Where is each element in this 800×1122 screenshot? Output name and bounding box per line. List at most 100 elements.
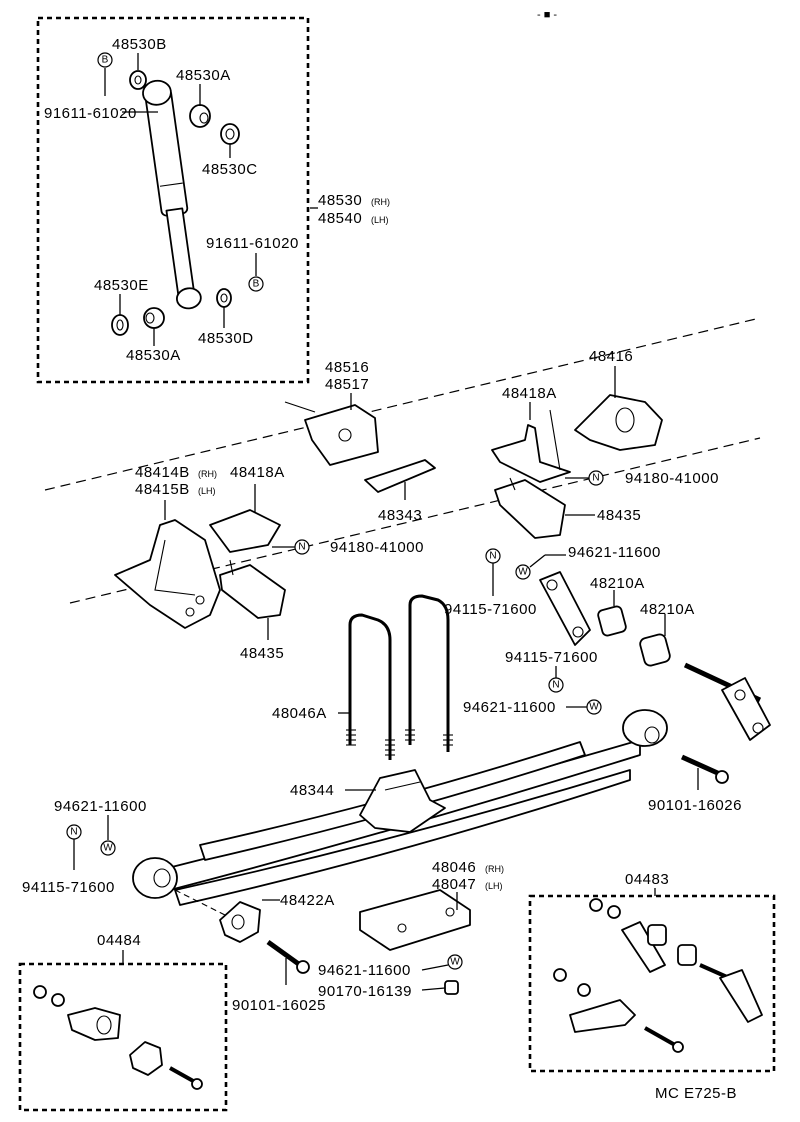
label-94115-b: 94115-71600 <box>505 649 598 666</box>
shock-absorber <box>142 79 202 310</box>
n-symbol-icon: N <box>548 677 564 693</box>
n-symbol-icon: N <box>294 539 310 555</box>
label-04484: 04484 <box>97 932 141 949</box>
shock-absorber-group: B B 48530B 48530A 91611-61020 48530C 485… <box>36 16 390 384</box>
bushing-48530A-top <box>189 104 211 128</box>
svg-text:W: W <box>518 567 528 578</box>
label-90170: 90170-16139 <box>318 983 412 1000</box>
label-94180-right: 94180-41000 <box>625 470 719 487</box>
svg-text:N: N <box>489 551 496 562</box>
label-90101-16026: 90101-16026 <box>648 797 742 814</box>
bushing-48210A-2 <box>639 633 671 667</box>
label-91611-bottom: 91611-61020 <box>206 235 299 252</box>
bracket-48418A-left: 48418A N 94180-41000 <box>209 464 424 556</box>
diagram-code: MC E725-B <box>655 1085 737 1102</box>
label-48435-right: 48435 <box>597 507 641 524</box>
label-48210A-1: 48210A <box>590 575 645 592</box>
label-48530D: 48530D <box>198 330 254 347</box>
hanger-48416: 48416 <box>574 348 663 451</box>
n-symbol-icon: N <box>66 824 82 840</box>
w-symbol-icon: W <box>515 564 531 580</box>
svg-text:W: W <box>103 843 113 854</box>
label-48540: 48540 <box>318 210 362 227</box>
label-48530: 48530 <box>318 192 362 209</box>
label-90101-16025: 90101-16025 <box>232 997 326 1014</box>
label-48415B: 48415B <box>135 481 190 498</box>
n-symbol-icon: N <box>588 470 604 486</box>
label-48530C: 48530C <box>202 161 258 178</box>
label-94621-d: 94621-11600 <box>318 962 411 979</box>
label-48047: 48047 <box>432 876 476 893</box>
label-48530B: 48530B <box>112 36 167 53</box>
bolt-90101-16026: 90101-16026 <box>648 754 742 814</box>
u-bolts-48046A: 48046A <box>272 594 453 760</box>
kit-04483-box <box>528 894 776 1073</box>
nut-icon <box>444 980 459 995</box>
label-94115-c: 94115-71600 <box>22 879 115 896</box>
label-lh-2: (LH) <box>198 486 216 496</box>
svg-text:B: B <box>102 55 109 66</box>
label-48416: 48416 <box>589 348 633 365</box>
label-48046: 48046 <box>432 859 476 876</box>
label-48046A: 48046A <box>272 705 327 722</box>
spring-seat-48344: 48344 <box>290 769 446 833</box>
label-rh-2: (RH) <box>198 469 217 479</box>
label-94621-a: 94621-11600 <box>568 544 661 561</box>
label-94180-left: 94180-41000 <box>330 539 424 556</box>
bracket-48435-right: 48435 <box>494 477 641 539</box>
bushing-48210A-1 <box>597 605 627 637</box>
bushing-48530E <box>111 314 129 336</box>
nut-washer-callouts: 94621-11600 W 90170-16139 <box>318 954 463 1000</box>
label-48422A: 48422A <box>280 892 335 909</box>
shackle-group: W 94621-11600 N 94115-71600 48210A 48210… <box>444 544 771 741</box>
label-48530A-bottom: 48530A <box>126 347 181 364</box>
bracket-48418A-right: 48418A N 94180-41000 <box>491 385 719 487</box>
label-91611-top: 91611-61020 <box>44 105 137 122</box>
bracket-48422A: 48422A <box>174 889 335 943</box>
bushing-48530B <box>129 70 147 90</box>
bushing-48530A-bottom <box>143 307 165 329</box>
svg-text:W: W <box>589 702 599 713</box>
bracket-48435-left: 48435 <box>219 559 286 662</box>
spring-seat-48046: 48046 (RH) 48047 (LH) <box>359 859 504 951</box>
svg-text:B: B <box>253 279 260 290</box>
b-symbol-icon: B <box>97 52 113 68</box>
svg-text:N: N <box>552 680 559 691</box>
label-48516: 48516 <box>325 359 369 376</box>
label-48530E: 48530E <box>94 277 149 294</box>
bracket-48516: 48516 48517 <box>284 359 379 466</box>
svg-text:N: N <box>70 827 77 838</box>
svg-text:W: W <box>450 957 460 968</box>
label-94621-b: 94621-11600 <box>463 699 556 716</box>
bushing-48530C <box>220 123 240 145</box>
corner-mark: - ■ - <box>537 9 557 21</box>
w-symbol-icon: W <box>100 840 116 856</box>
label-rh: (RH) <box>371 197 390 207</box>
plate-48343: 48343 <box>364 459 436 524</box>
front-eye-fasteners: 94621-11600 W N 94115-71600 <box>22 798 147 896</box>
label-48418A-right: 48418A <box>502 385 557 402</box>
label-94115-a: 94115-71600 <box>444 601 537 618</box>
w-symbol-icon: W <box>447 954 463 970</box>
label-48435-left: 48435 <box>240 645 284 662</box>
label-lh: (LH) <box>371 215 389 225</box>
kit-04484: 04484 <box>18 932 228 1112</box>
label-48344: 48344 <box>290 782 334 799</box>
n-symbol-icon: N <box>485 548 501 564</box>
shock-kit-box <box>36 16 310 384</box>
label-94621-c: 94621-11600 <box>54 798 147 815</box>
kit-04483: 04483 <box>528 871 776 1073</box>
svg-text:N: N <box>592 473 599 484</box>
label-rh-3: (RH) <box>485 864 504 874</box>
bushing-48530D <box>216 288 232 308</box>
svg-text:N: N <box>298 542 305 553</box>
label-lh-3: (LH) <box>485 881 503 891</box>
label-48414B: 48414B <box>135 464 190 481</box>
label-48343: 48343 <box>378 507 422 524</box>
w-symbol-icon: W <box>586 699 602 715</box>
label-04483: 04483 <box>625 871 669 888</box>
label-48418A-left: 48418A <box>230 464 285 481</box>
shackle-bolt <box>683 662 771 741</box>
hanger-48414B: 48414B (RH) 48415B (LH) <box>114 464 221 629</box>
